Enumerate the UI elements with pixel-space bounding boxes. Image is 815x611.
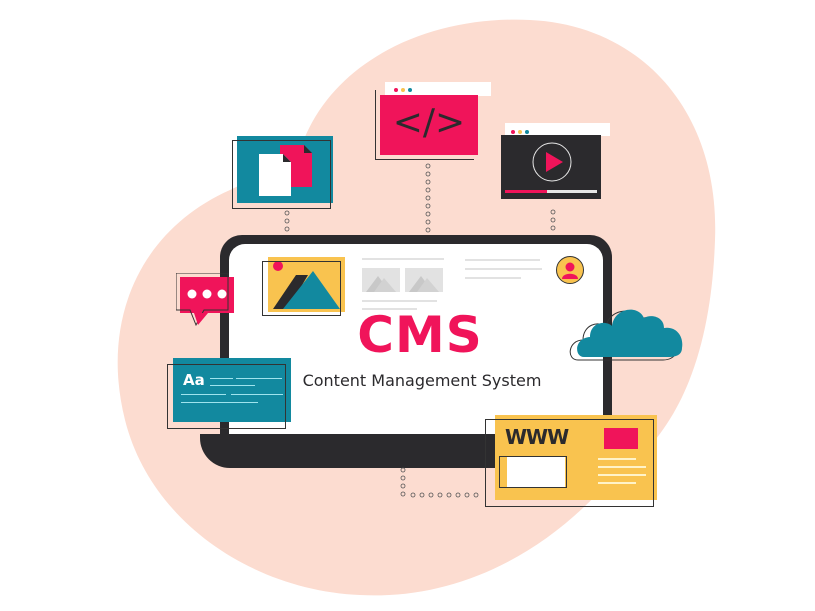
play-icon[interactable] bbox=[501, 135, 601, 199]
code-window-outline bbox=[375, 90, 474, 160]
text-style-outline bbox=[167, 364, 286, 429]
text-line bbox=[598, 474, 646, 476]
hero-image-outline bbox=[262, 261, 341, 316]
window-dots-icon bbox=[511, 130, 529, 134]
text-line bbox=[465, 259, 540, 261]
documents-outline bbox=[232, 140, 331, 209]
text-line bbox=[181, 402, 258, 403]
text-line bbox=[362, 258, 444, 260]
website-outline bbox=[485, 419, 654, 507]
chat-dots-icon bbox=[187, 289, 227, 299]
website-white-block bbox=[507, 457, 565, 487]
code-window-titlebar bbox=[385, 82, 491, 96]
text-line bbox=[181, 394, 226, 395]
text-line bbox=[362, 300, 437, 302]
laptop-base bbox=[200, 434, 500, 468]
chat-bubble-tail bbox=[176, 273, 229, 327]
code-window: </> bbox=[380, 95, 478, 155]
text-line bbox=[598, 482, 636, 484]
code-icon: </> bbox=[392, 102, 466, 143]
documents-card bbox=[237, 136, 333, 203]
window-dots-icon bbox=[394, 88, 412, 92]
text-line bbox=[236, 378, 282, 379]
text-style-label: Aa bbox=[183, 371, 205, 389]
text-line bbox=[210, 385, 255, 386]
thumbnail-image-icon bbox=[366, 276, 396, 292]
user-icon bbox=[562, 262, 578, 279]
text-line bbox=[465, 277, 521, 279]
avatar[interactable] bbox=[556, 256, 584, 284]
hero-image-card bbox=[268, 257, 345, 312]
text-line bbox=[465, 268, 542, 270]
text-line bbox=[210, 378, 233, 379]
thumbnail-1 bbox=[362, 268, 400, 292]
documents-icon bbox=[259, 145, 312, 196]
text-style-card: Aa bbox=[173, 358, 291, 422]
website-inner-outline bbox=[499, 456, 567, 488]
mountain-image-icon bbox=[273, 261, 340, 309]
text-line bbox=[362, 308, 417, 310]
website-label: WWW bbox=[505, 425, 569, 449]
text-line bbox=[598, 458, 636, 460]
chat-bubble bbox=[180, 277, 234, 313]
thumbnail-2 bbox=[405, 268, 443, 292]
cms-title: CMS bbox=[357, 306, 483, 364]
text-line bbox=[231, 394, 283, 395]
thumbnail-image-icon bbox=[409, 276, 439, 292]
website-card: WWW bbox=[495, 415, 657, 500]
video-window-titlebar bbox=[505, 123, 610, 136]
website-red-block bbox=[604, 428, 638, 449]
text-line bbox=[598, 466, 646, 468]
cloud-icon bbox=[569, 309, 683, 361]
cms-subtitle: Content Management System bbox=[302, 371, 542, 390]
video-window bbox=[501, 135, 601, 199]
